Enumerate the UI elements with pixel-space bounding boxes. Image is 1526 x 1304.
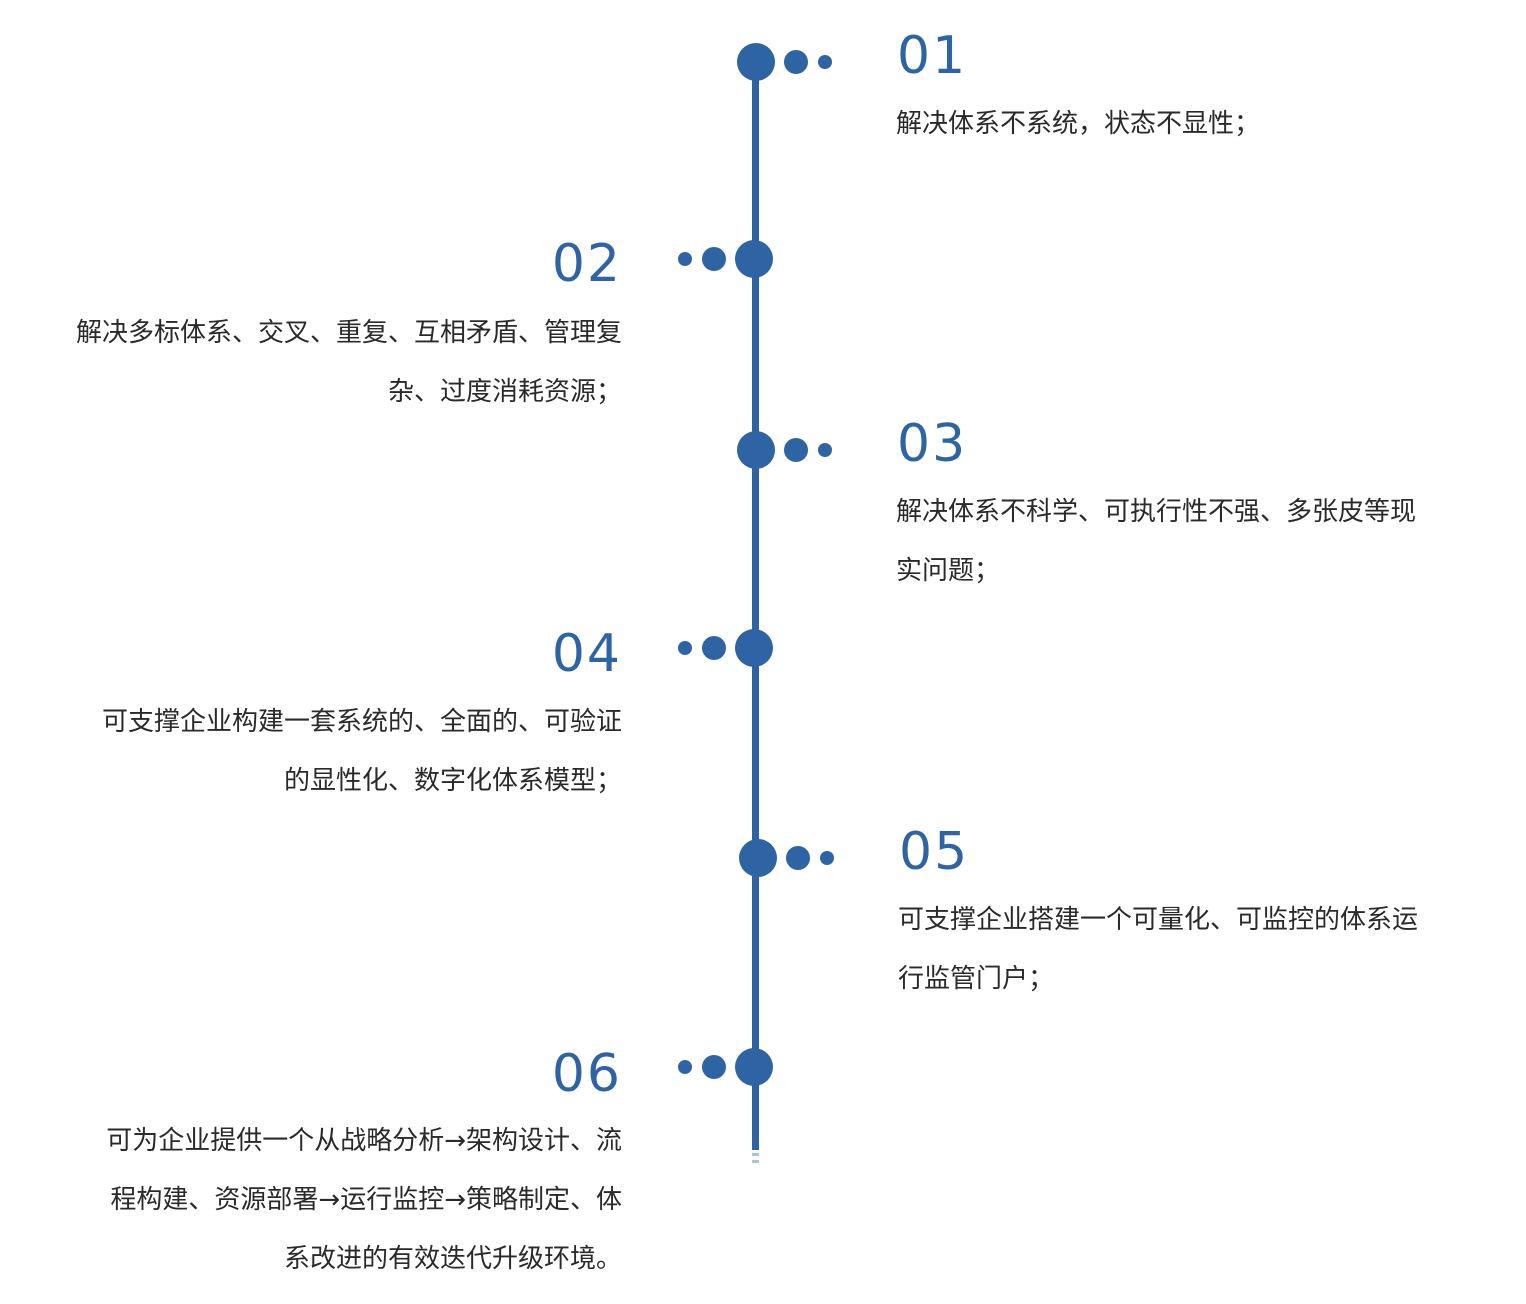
node-04-main-dot [735, 629, 773, 667]
node-05-mid-dot [786, 846, 810, 870]
node-04-small-dot [678, 641, 692, 655]
node-05-small-dot [820, 851, 834, 865]
node-02-description: 解决多标体系、交叉、重复、互相矛盾、管理复 杂、过度消耗资源； [76, 304, 622, 422]
node-04-line: 的显性化、数字化体系模型； [283, 766, 622, 796]
timeline-axis-tail [752, 1160, 759, 1163]
node-05-line: 行监管门户； [898, 964, 1055, 994]
node-06-mid-dot [702, 1055, 726, 1079]
node-02-line: 解决多标体系、交叉、重复、互相矛盾、管理复 [75, 318, 622, 348]
node-06-number: 06 [551, 1044, 622, 1104]
node-01-small-dot [818, 55, 832, 69]
node-05-line: 可支撑企业搭建一个可量化、可监控的体系运 [898, 905, 1419, 935]
node-04-number: 04 [551, 624, 622, 684]
node-01-number: 01 [897, 26, 968, 86]
node-02-number: 02 [551, 234, 622, 294]
node-04-mid-dot [702, 636, 726, 660]
node-04-description: 可支撑企业构建一套系统的、全面的、可验证 的显性化、数字化体系模型； [102, 693, 622, 811]
node-05-number: 05 [899, 822, 970, 882]
node-03-mid-dot [784, 438, 808, 462]
node-03-small-dot [818, 443, 832, 457]
node-06-line: 可为企业提供一个从战略分析→架构设计、流 [106, 1126, 622, 1156]
node-06-main-dot [735, 1048, 773, 1086]
node-04-line: 可支撑企业构建一套系统的、全面的、可验证 [101, 707, 622, 737]
timeline-axis [752, 62, 759, 1150]
node-02-mid-dot [702, 247, 726, 271]
node-05-main-dot [739, 839, 777, 877]
node-06-small-dot [678, 1060, 692, 1074]
node-02-line: 杂、过度消耗资源； [387, 377, 622, 407]
node-06-line: 系改进的有效迭代升级环境。 [283, 1244, 622, 1274]
node-03-description: 解决体系不科学、可执行性不强、多张皮等现 实问题； [896, 483, 1416, 601]
node-06-line: 程构建、资源部署→运行监控→策略制定、体 [110, 1185, 622, 1215]
timeline-axis-tail [752, 1153, 759, 1156]
node-03-main-dot [737, 431, 775, 469]
node-05-description: 可支撑企业搭建一个可量化、可监控的体系运 行监管门户； [898, 891, 1418, 1009]
node-01-line: 解决体系不系统，状态不显性； [896, 109, 1261, 139]
node-03-line: 解决体系不科学、可执行性不强、多张皮等现 [896, 497, 1417, 527]
node-01-main-dot [737, 43, 775, 81]
node-01-description: 解决体系不系统，状态不显性； [896, 95, 1260, 154]
node-02-small-dot [678, 252, 692, 266]
node-03-line: 实问题； [896, 556, 1001, 586]
node-02-main-dot [735, 240, 773, 278]
node-03-number: 03 [897, 414, 968, 474]
node-06-description: 可为企业提供一个从战略分析→架构设计、流 程构建、资源部署→运行监控→策略制定、… [106, 1112, 622, 1289]
node-01-mid-dot [784, 50, 808, 74]
